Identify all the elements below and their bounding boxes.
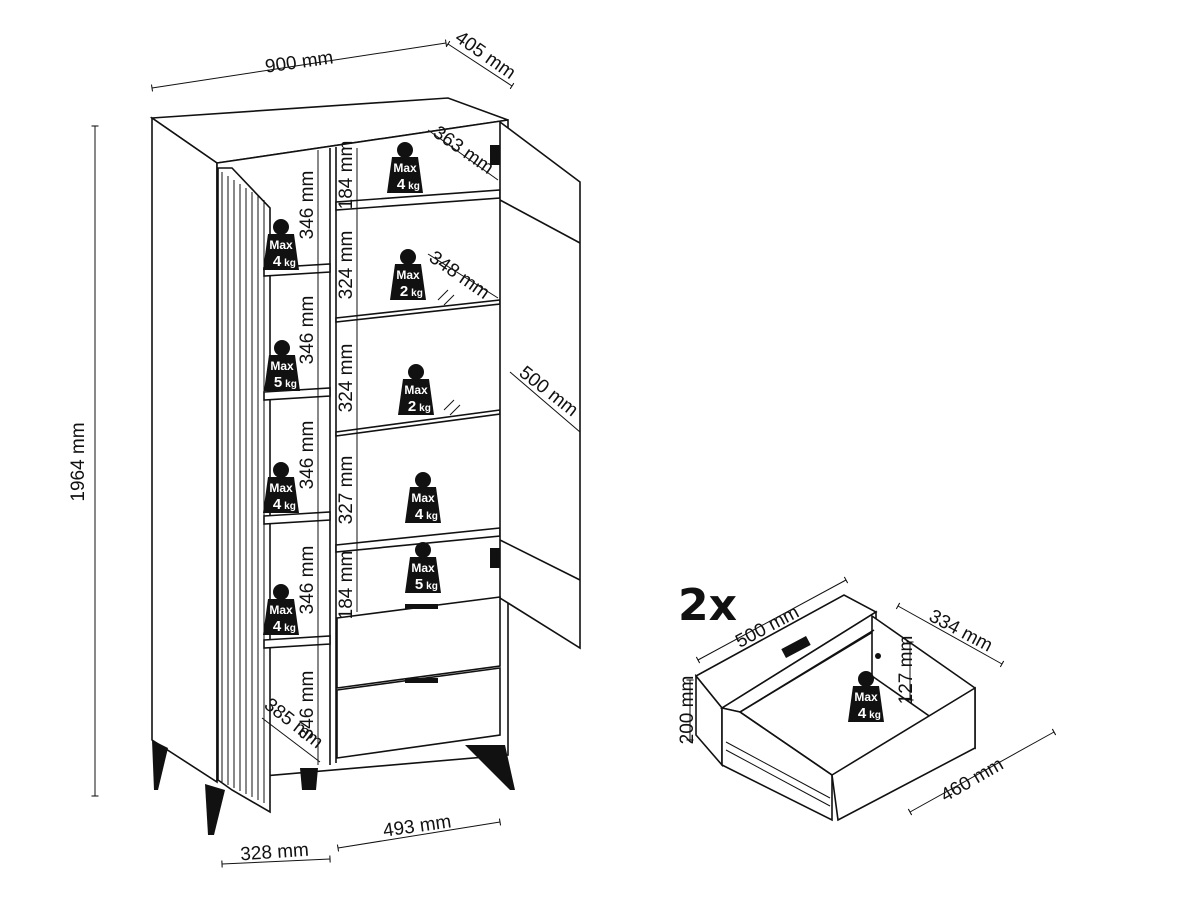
dim-width: 900 mm [264, 47, 335, 77]
drawer-count: 2x [678, 580, 737, 631]
weight-body [398, 379, 434, 415]
weight-value: 4 [273, 618, 282, 635]
dim-right-gap: 184 mm [336, 551, 357, 620]
weight-unit: kg [284, 501, 296, 512]
weight-label: Max [411, 561, 435, 575]
drawer-height: 200 mm [677, 676, 698, 745]
weight-knob [408, 364, 424, 380]
weight-knob [858, 671, 874, 687]
weight-label: Max [393, 161, 417, 175]
weight-unit: kg [869, 710, 881, 721]
dim-left-gap: 346 mm [297, 546, 318, 615]
weight-knob [273, 462, 289, 478]
hinge-top [490, 145, 500, 165]
weight-value: 4 [273, 496, 282, 513]
left-shelves [263, 263, 331, 649]
weight-label: Max [269, 481, 293, 495]
weight-body [405, 557, 441, 593]
weight-value: 5 [415, 576, 423, 593]
dim-left-width: 328 mm [240, 840, 310, 866]
weight-value: 5 [274, 374, 282, 391]
weight-unit: kg [419, 403, 431, 414]
weight-label: Max [404, 383, 428, 397]
weight-value: 2 [400, 283, 408, 300]
dim-right-gap: 324 mm [336, 231, 357, 300]
weight-knob [273, 584, 289, 600]
weight-label: Max [854, 690, 878, 704]
dim-left-gap: 346 mm [297, 296, 318, 365]
weight-unit: kg [408, 181, 420, 192]
dimension-lines [91, 39, 581, 868]
weight-body [390, 264, 426, 300]
weight-knob [400, 249, 416, 265]
weight-body [263, 599, 299, 635]
weight-value: 4 [415, 506, 424, 523]
drawer-handle [405, 604, 438, 609]
drawer-depth: 334 mm [925, 606, 995, 657]
weight-label: Max [411, 491, 435, 505]
dim-left-gap: 346 mm [297, 671, 318, 740]
weight-body [263, 477, 299, 513]
weight-body [387, 157, 423, 193]
weight-knob [273, 219, 289, 235]
weight-unit: kg [284, 258, 296, 269]
weight-knob [274, 340, 290, 356]
cabinet-left-side [151, 116, 218, 784]
weight-unit: kg [426, 511, 438, 522]
weight-body [405, 487, 441, 523]
left-door [217, 167, 271, 814]
weight-knob [415, 472, 431, 488]
weight-value: 4 [397, 176, 406, 193]
weight-value: 4 [273, 253, 282, 270]
dim-depth: 405 mm [451, 27, 519, 84]
weight-label: Max [270, 359, 294, 373]
weight-unit: kg [284, 623, 296, 634]
weight-knob [397, 142, 413, 158]
weight-value: 4 [858, 705, 867, 722]
right-door [499, 120, 581, 650]
dim-height: 1964 mm [68, 422, 89, 501]
weight-body [263, 234, 299, 270]
weight-label: Max [269, 603, 293, 617]
weight-unit: kg [285, 379, 297, 390]
cabinet-legs [152, 740, 515, 835]
weight-label: Max [396, 268, 420, 282]
weight-label: Max [269, 238, 293, 252]
dim-right-width: 493 mm [382, 811, 453, 841]
weight-body [264, 355, 300, 391]
dim-right-gap: 184 mm [336, 141, 357, 210]
weight-unit: kg [411, 288, 423, 299]
drawer-drawing [694, 594, 976, 822]
dim-left-gap: 346 mm [297, 171, 318, 240]
cabinet-drawers [336, 596, 501, 759]
weight-value: 2 [408, 398, 416, 415]
dim-right-gap: 327 mm [336, 456, 357, 525]
weight-knob [415, 542, 431, 558]
weight-unit: kg [426, 581, 438, 592]
dim-left-gap: 346 mm [297, 421, 318, 490]
drawer-dimension-lines [686, 576, 1057, 816]
dim-right-gap: 324 mm [336, 344, 357, 413]
weight-body [848, 686, 884, 722]
drawer-inner-height: 127 mm [896, 636, 917, 705]
hinge-bottom [490, 548, 500, 568]
right-shelves [335, 189, 501, 553]
drawer-handle [405, 678, 438, 683]
